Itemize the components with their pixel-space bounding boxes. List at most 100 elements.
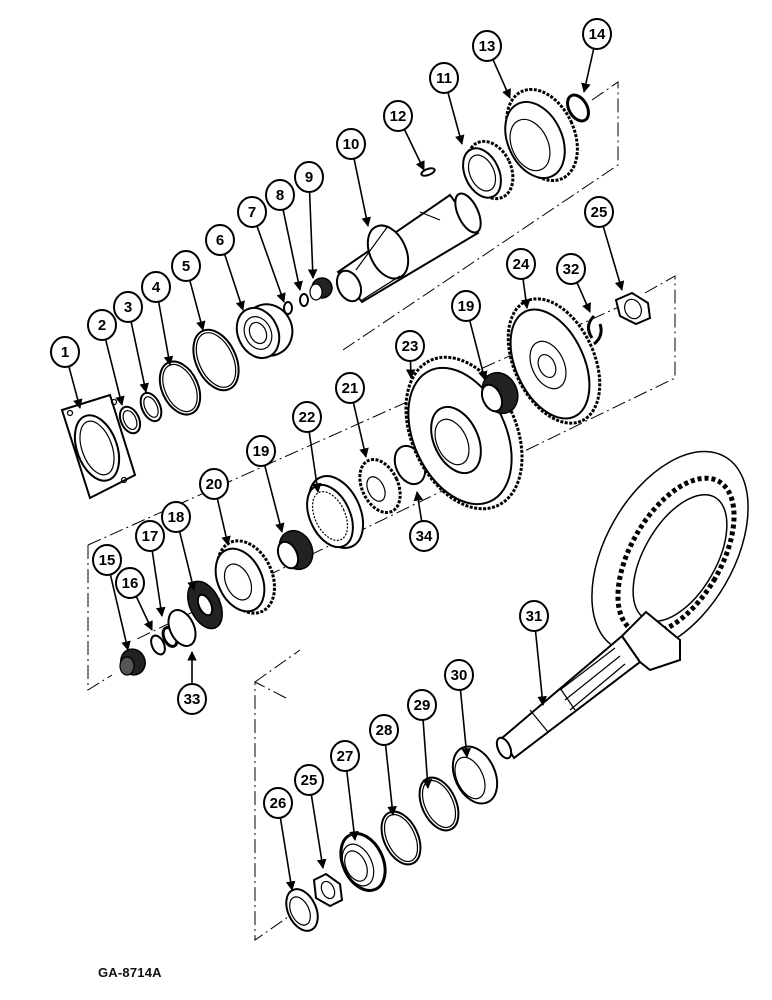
- part-24-gear: [506, 297, 602, 425]
- callout-bubble: [335, 372, 365, 404]
- callout-bubble: [199, 468, 229, 500]
- callout-number: 10: [343, 136, 360, 153]
- part-19-needle-bearing-a: [276, 529, 314, 571]
- callout-18: 18: [161, 501, 197, 591]
- callout-number: 19: [458, 298, 475, 315]
- callout-9: 9: [294, 161, 324, 279]
- leader-line: [405, 359, 416, 379]
- callout-bubble: [582, 18, 612, 50]
- callout-layer: 1234567891011121314151617181919202122232…: [50, 18, 625, 891]
- leader-line: [130, 320, 149, 393]
- part-25-nut-b: [312, 872, 344, 908]
- part-8-ring: [299, 293, 309, 307]
- callout-bubble: [87, 309, 117, 341]
- callout-5: 5: [171, 250, 206, 331]
- callout-number: 16: [122, 575, 139, 592]
- part-10-splined-shaft: [335, 192, 482, 304]
- callout-bubble: [92, 544, 122, 576]
- callout-number: 25: [301, 772, 318, 789]
- callout-bubble: [135, 520, 165, 552]
- leader-line: [109, 573, 131, 651]
- leader-line: [216, 497, 231, 546]
- callout-bubble: [115, 567, 145, 599]
- callout-number: 33: [184, 691, 201, 708]
- callout-27: 27: [330, 740, 360, 841]
- leader-line: [255, 224, 286, 303]
- callout-7: 7: [237, 196, 286, 303]
- callout-bubble: [177, 683, 207, 715]
- callout-25: 25: [584, 196, 625, 291]
- callout-number: 31: [526, 608, 543, 625]
- leader-line: [468, 319, 488, 381]
- callout-bubble: [556, 253, 586, 285]
- leader-line: [581, 47, 595, 93]
- callout-19: 19: [451, 290, 488, 381]
- callout-number: 7: [248, 204, 256, 221]
- callout-number: 23: [402, 338, 419, 355]
- part-3-washer: [139, 391, 163, 423]
- callout-number: 4: [152, 279, 161, 296]
- part-9-needle-bearing: [309, 277, 333, 301]
- leader-line: [352, 401, 369, 458]
- callout-29: 29: [407, 689, 437, 789]
- part-21-gear: [358, 458, 402, 514]
- leader-line: [223, 253, 245, 311]
- callout-number: 6: [216, 232, 224, 249]
- callout-number: 15: [99, 552, 116, 569]
- leader-line: [151, 549, 166, 617]
- leader-line: [491, 58, 511, 99]
- callout-21: 21: [335, 372, 369, 458]
- leader-line: [403, 128, 425, 171]
- callout-bubble: [237, 196, 267, 228]
- callout-number: 14: [589, 26, 606, 43]
- callout-34: 34: [409, 491, 439, 552]
- part-6-ball-bearing: [235, 303, 294, 360]
- callout-16: 16: [115, 567, 153, 631]
- callout-bubble: [294, 764, 324, 796]
- callout-bubble: [246, 435, 276, 467]
- callout-13: 13: [472, 30, 511, 99]
- leader-line: [602, 225, 625, 291]
- leader-line: [308, 430, 322, 493]
- callout-bubble: [113, 291, 143, 323]
- callout-bubble: [407, 689, 437, 721]
- part-31-pinion-shaft: [495, 610, 681, 760]
- callout-bubble: [444, 659, 474, 691]
- callout-bubble: [395, 330, 425, 362]
- callout-12: 12: [383, 100, 425, 171]
- part-25-nut-a: [614, 291, 652, 326]
- callout-number: 25: [591, 204, 608, 221]
- callout-number: 5: [182, 258, 190, 275]
- part-15-needle-bearing: [119, 648, 146, 676]
- part-20-gear: [214, 539, 277, 615]
- part-2-washer: [118, 405, 142, 435]
- leader-line: [459, 688, 471, 758]
- callout-17: 17: [135, 520, 166, 617]
- leader-line: [310, 793, 327, 869]
- leader-line: [384, 743, 397, 816]
- leader-line: [178, 530, 197, 591]
- callout-number: 24: [513, 256, 530, 273]
- leader-line: [104, 338, 125, 406]
- leader-line: [188, 279, 206, 331]
- callout-6: 6: [205, 224, 245, 311]
- leader-line: [263, 464, 285, 533]
- part-18-thrust-washer: [187, 580, 223, 630]
- callout-number: 3: [124, 299, 132, 316]
- part-30-bearing-cup: [451, 745, 499, 805]
- callout-bubble: [336, 128, 366, 160]
- callout-30: 30: [444, 659, 474, 758]
- callout-number: 17: [142, 528, 159, 545]
- callout-25: 25: [294, 764, 327, 869]
- callout-3: 3: [113, 291, 149, 393]
- part-33-lock-plate: [167, 609, 197, 647]
- leader-line: [307, 190, 318, 279]
- leader-line: [282, 208, 303, 291]
- callout-number: 26: [270, 795, 287, 812]
- callout-19: 19: [246, 435, 285, 533]
- leader-line: [345, 769, 359, 841]
- callout-bubble: [161, 501, 191, 533]
- callout-bubble: [265, 179, 295, 211]
- callout-bubble: [409, 520, 439, 552]
